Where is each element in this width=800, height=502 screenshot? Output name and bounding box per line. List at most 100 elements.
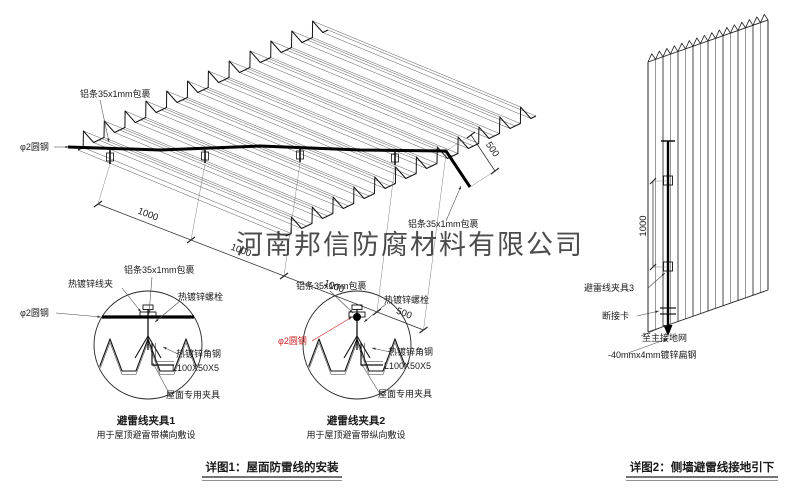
drawing-shape xyxy=(353,313,361,321)
detail2-bolt-label: 热镀锌螺栓 xyxy=(384,294,429,305)
drawing-shape xyxy=(260,62,469,149)
detail1-wire-clip-label: 热镀锌线夹 xyxy=(68,278,113,289)
drawing-shape xyxy=(281,52,490,139)
drawing-shape xyxy=(249,50,459,138)
leader-line xyxy=(445,185,462,222)
detail1-angle-steel-size: L100X50X5 xyxy=(172,363,219,373)
dim-1000-1: 1000 xyxy=(136,206,160,224)
leader-line xyxy=(148,276,153,315)
drawing-shape xyxy=(423,153,447,331)
drawing-shape xyxy=(114,132,323,219)
drawing-shape xyxy=(97,203,424,331)
drawing-shape xyxy=(285,106,537,237)
drawing-shape xyxy=(151,343,174,366)
detail2-al-strip-label: 铝条35x1mm包裹 xyxy=(296,280,367,291)
leader-line xyxy=(152,362,171,396)
wall-disconnect-label: 断接卡 xyxy=(602,310,629,321)
drawing-shape xyxy=(83,130,292,218)
drawing-shape xyxy=(155,343,174,362)
drawing-shape xyxy=(312,20,521,108)
drawing-shape xyxy=(140,119,349,207)
caption-detail2: 详图2：侧墙避雷线接地引下 xyxy=(630,460,775,474)
drawing-shape xyxy=(187,97,396,184)
drawing-shape xyxy=(301,42,511,129)
leader-line xyxy=(647,272,666,289)
dimension-chain xyxy=(93,131,500,334)
lightning-wire xyxy=(67,144,472,188)
drawing-shape xyxy=(119,129,328,217)
drawing-shape xyxy=(145,117,354,204)
detail1-roof-fixture-label: 屋面专用夹具 xyxy=(166,389,220,400)
drawing-shape xyxy=(83,147,292,234)
drawing-shape xyxy=(77,149,287,237)
roof-al-strip-label-left: 铝条35x1mm包裹 xyxy=(80,88,151,99)
detail2-round-steel-label: φ2圆钢 xyxy=(278,335,307,346)
drawing-shape xyxy=(93,290,203,400)
drawing-shape xyxy=(166,107,375,194)
drawing-shape xyxy=(161,109,370,197)
leader-line xyxy=(636,310,660,317)
drawing-shape xyxy=(291,47,500,134)
wall-dim-1000: 1000 xyxy=(638,215,649,236)
drawing-shape xyxy=(391,153,399,163)
drawing-shape xyxy=(322,32,531,119)
leader-line xyxy=(154,300,181,323)
drawing-shape xyxy=(490,167,500,175)
drawing-shape xyxy=(663,261,673,272)
drawing-shape xyxy=(145,100,355,188)
drawing-shape xyxy=(202,89,412,177)
drawing-shape xyxy=(223,79,432,167)
roof-isometric-view xyxy=(77,20,537,237)
drawing-shape xyxy=(312,37,521,124)
wall-clamp-label: 避雷线夹具3 xyxy=(584,282,634,293)
drawing-shape xyxy=(103,137,313,224)
detail2-title: 避雷线夹具2 xyxy=(326,414,385,427)
leader-line xyxy=(329,290,354,314)
detail-circle-2 xyxy=(302,290,412,400)
caption-detail1: 详图1：屋面防雷线的安装 xyxy=(206,460,339,474)
drawing-shape xyxy=(291,30,500,118)
watermark-text: 河南邦信防腐材料有限公司 xyxy=(236,230,584,260)
drawing-shape xyxy=(327,29,537,117)
leader-line xyxy=(371,347,391,353)
wall-elevation-view xyxy=(647,13,769,336)
detail2-angle-steel-label: 热镀锌角钢 xyxy=(388,346,433,357)
drawing-shape xyxy=(239,72,448,159)
drawing-shape xyxy=(187,80,396,168)
drawing-shape xyxy=(647,19,769,63)
wall-to-ground-label: 至主接地网 xyxy=(642,332,687,343)
drawing-shape xyxy=(67,144,472,188)
detail1-bolt-label: 热镀锌螺栓 xyxy=(178,291,223,302)
drawing-shape xyxy=(197,92,406,179)
drawing-shape xyxy=(166,90,375,178)
drawing-shape xyxy=(270,57,479,144)
leader-line xyxy=(55,312,102,318)
drawing-shape xyxy=(156,112,365,199)
dim-overhang-500: 500 xyxy=(483,140,501,159)
drawing-shape xyxy=(208,87,417,174)
leader-line xyxy=(99,99,110,143)
caption-rules xyxy=(202,476,778,481)
drawing-shape xyxy=(104,120,313,208)
drawing-shape xyxy=(229,60,438,148)
leader-lines xyxy=(54,99,668,396)
drawing-shape xyxy=(98,139,307,227)
drawing-shape xyxy=(283,162,301,277)
leader-line xyxy=(162,346,179,355)
drawing-shape xyxy=(265,59,474,147)
drawing-shape xyxy=(190,163,206,241)
drawing-shape xyxy=(364,343,383,362)
drawing-shape xyxy=(376,164,396,313)
detail1-round-steel-label: φ2圆钢 xyxy=(20,307,49,318)
drawing-shape xyxy=(286,49,495,137)
detail-circle-1 xyxy=(93,290,203,400)
annotations: 河南邦信防腐材料有限公司 铝条35x1mm包裹 φ2圆钢 铝条35x1mm包裹 … xyxy=(20,88,775,474)
detail2-roof-fixture-label: 屋面专用夹具 xyxy=(378,388,432,399)
leader-line xyxy=(121,287,142,313)
drawing-shape xyxy=(201,151,209,161)
detail1-angle-steel-label: 热镀锌角钢 xyxy=(176,348,221,359)
roof-round-steel-label: φ2圆钢 xyxy=(20,141,49,152)
detail1-title: 避雷线夹具1 xyxy=(116,414,175,427)
drawing-shape xyxy=(302,290,412,400)
